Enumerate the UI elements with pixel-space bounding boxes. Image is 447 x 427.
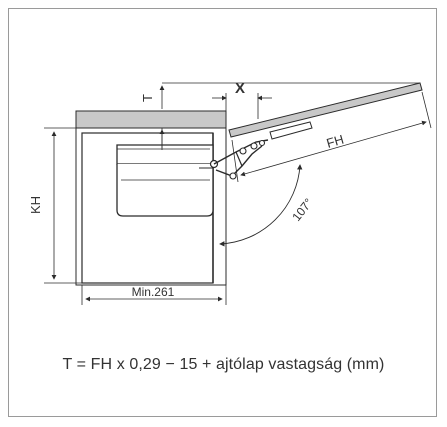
min-width-dimension (81, 285, 227, 305)
x-label: X (235, 80, 245, 97)
formula-text: T = FH x 0,29 − 15 + ajtólap vastagság (… (62, 356, 385, 373)
t-label: T (140, 94, 155, 102)
kh-label: KH (28, 196, 43, 214)
lift-mechanism (116, 144, 219, 217)
angle-label: 107° (289, 196, 315, 224)
opening-angle-arc (219, 164, 303, 247)
t-dimension (159, 82, 420, 150)
fh-label: FH (325, 132, 346, 151)
min-width-label: Min.261 (132, 285, 175, 299)
cabinet-top-panel (75, 110, 227, 129)
kh-dimension (44, 127, 82, 284)
x-dimension (212, 93, 272, 119)
